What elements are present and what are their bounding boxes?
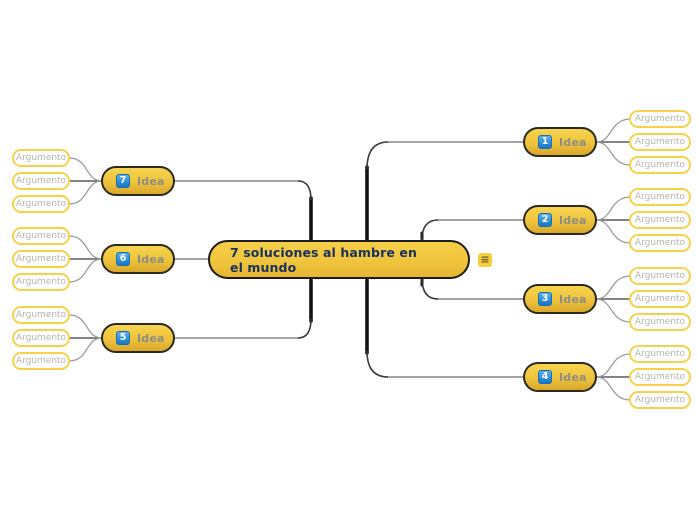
idea-node-3[interactable]: 3 Idea bbox=[523, 284, 597, 314]
central-topic-text: 7 soluciones al hambre en el mundo bbox=[230, 244, 417, 275]
idea-node-7[interactable]: 7 Idea bbox=[101, 166, 175, 196]
argument-node[interactable]: Argumento bbox=[12, 329, 70, 347]
idea-number-badge: 1 bbox=[538, 135, 552, 149]
hamburger-menu-icon[interactable]: ≡ bbox=[478, 253, 492, 267]
argument-middle-lines bbox=[69, 141, 631, 378]
argument-node[interactable]: Argumento bbox=[12, 172, 70, 190]
argument-node[interactable]: Argumento bbox=[629, 290, 691, 308]
argument-node[interactable]: Argumento bbox=[629, 211, 691, 229]
idea-number-badge: 4 bbox=[538, 370, 552, 384]
idea-label: Idea bbox=[137, 174, 165, 188]
argument-node[interactable]: Argumento bbox=[12, 250, 70, 268]
argument-node[interactable]: Argumento bbox=[629, 267, 691, 285]
argument-node[interactable]: Argumento bbox=[12, 195, 70, 213]
argument-node[interactable]: Argumento bbox=[629, 368, 691, 386]
central-topic[interactable]: 7 soluciones al hambre en el mundo bbox=[208, 240, 470, 279]
idea-node-2[interactable]: 2 Idea bbox=[523, 205, 597, 235]
idea-label: Idea bbox=[137, 252, 165, 266]
argument-curved-lines bbox=[68, 118, 632, 401]
argument-node[interactable]: Argumento bbox=[629, 313, 691, 331]
idea-number-badge: 6 bbox=[116, 252, 130, 266]
argument-node[interactable]: Argumento bbox=[629, 110, 691, 128]
argument-node[interactable]: Argumento bbox=[12, 273, 70, 291]
idea-label: Idea bbox=[559, 370, 587, 384]
idea-label: Idea bbox=[559, 213, 587, 227]
argument-node[interactable]: Argumento bbox=[12, 149, 70, 167]
idea-label: Idea bbox=[559, 292, 587, 306]
argument-node[interactable]: Argumento bbox=[629, 188, 691, 206]
argument-node[interactable]: Argumento bbox=[629, 234, 691, 252]
idea-number-badge: 5 bbox=[116, 331, 130, 345]
idea-node-1[interactable]: 1 Idea bbox=[523, 127, 597, 157]
idea-number-badge: 7 bbox=[116, 174, 130, 188]
idea-node-5[interactable]: 5 Idea bbox=[101, 323, 175, 353]
idea-number-badge: 2 bbox=[538, 213, 552, 227]
argument-node[interactable]: Argumento bbox=[629, 156, 691, 174]
idea-number-badge: 3 bbox=[538, 292, 552, 306]
argument-node[interactable]: Argumento bbox=[12, 352, 70, 370]
idea-node-6[interactable]: 6 Idea bbox=[101, 244, 175, 274]
idea-node-4[interactable]: 4 Idea bbox=[523, 362, 597, 392]
branch-horizontal-lines bbox=[174, 141, 524, 378]
argument-node[interactable]: Argumento bbox=[629, 345, 691, 363]
idea-label: Idea bbox=[559, 135, 587, 149]
argument-node[interactable]: Argumento bbox=[12, 306, 70, 324]
idea-label: Idea bbox=[137, 331, 165, 345]
argument-node[interactable]: Argumento bbox=[629, 133, 691, 151]
argument-node[interactable]: Argumento bbox=[629, 391, 691, 409]
trunk-corner-bends bbox=[297, 141, 439, 378]
argument-node[interactable]: Argumento bbox=[12, 227, 70, 245]
